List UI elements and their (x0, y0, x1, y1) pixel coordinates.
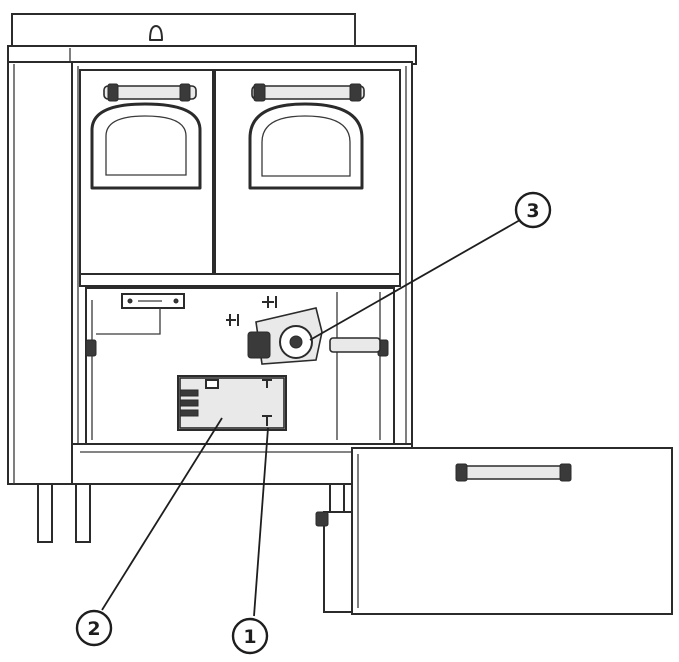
callout-1: 1 (231, 617, 269, 655)
callout-3: 3 (514, 191, 552, 229)
callout-2: 2 (75, 609, 113, 647)
leader-3 (309, 219, 521, 341)
left-side-panel (7, 61, 73, 485)
blower-fan (226, 296, 381, 365)
cooktop (7, 13, 417, 65)
lower-compartment (85, 287, 395, 445)
leader-1 (253, 427, 269, 617)
callout-2-label: 2 (87, 618, 100, 640)
control-box (177, 375, 287, 431)
pulled-out-drawer (315, 447, 673, 615)
legs (37, 483, 345, 543)
door-rail (79, 273, 401, 287)
callout-1-label: 1 (243, 626, 256, 648)
leader-lines (101, 219, 521, 617)
right-oven-door (214, 69, 401, 275)
callout-3-label: 3 (526, 200, 539, 222)
left-oven-door (79, 69, 214, 275)
leader-2 (101, 417, 223, 611)
